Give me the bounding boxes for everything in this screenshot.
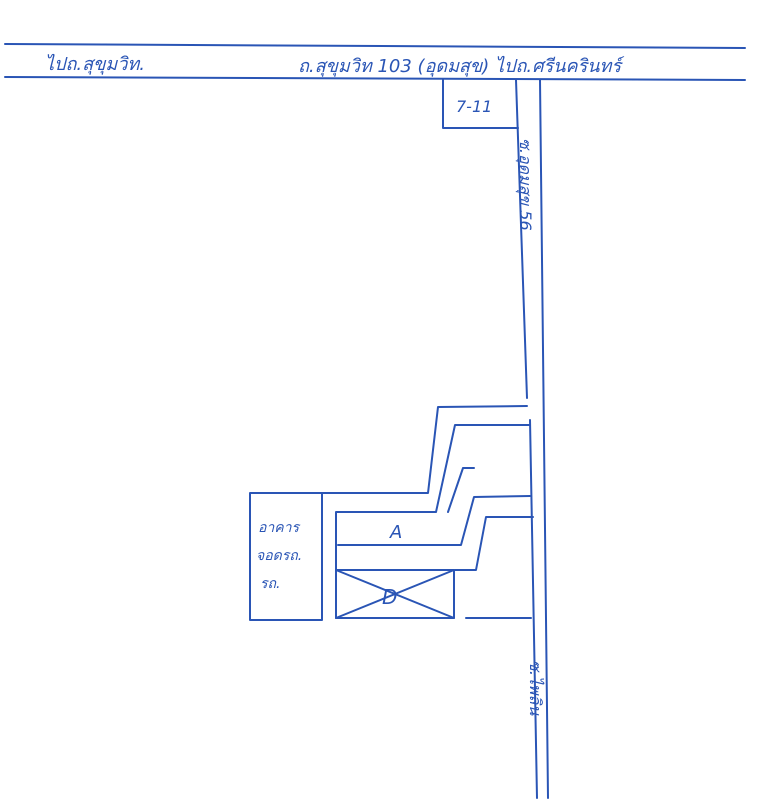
bottom-street-label: ซ.ไพลิน — [526, 660, 545, 716]
building-label-line: อาคาร — [258, 520, 300, 536]
store-label: 7-11 — [456, 97, 492, 116]
building-d-label: D — [382, 585, 397, 609]
side-street-label: ซ.อุดมสุข 56 — [515, 138, 535, 231]
building-label-line: จอดรถ. — [256, 548, 302, 564]
building-a-label: A — [389, 522, 402, 543]
parking-building: อาคาร จอดรถ. รถ. — [256, 520, 302, 592]
building-label-line: รถ. — [260, 576, 280, 592]
side-street — [515, 79, 549, 799]
access-path — [249, 405, 534, 621]
main-road-label: ถ.สุขุมวิท 103 (อุดมสุข) ไปถ.ศรีนครินทร์ — [298, 55, 625, 77]
building-d: D — [335, 569, 455, 619]
main-road-left-label: ไปถ.สุขุมวิท. — [45, 53, 145, 75]
main-road — [4, 43, 746, 81]
seven-eleven-store: 7-11 — [442, 78, 519, 129]
